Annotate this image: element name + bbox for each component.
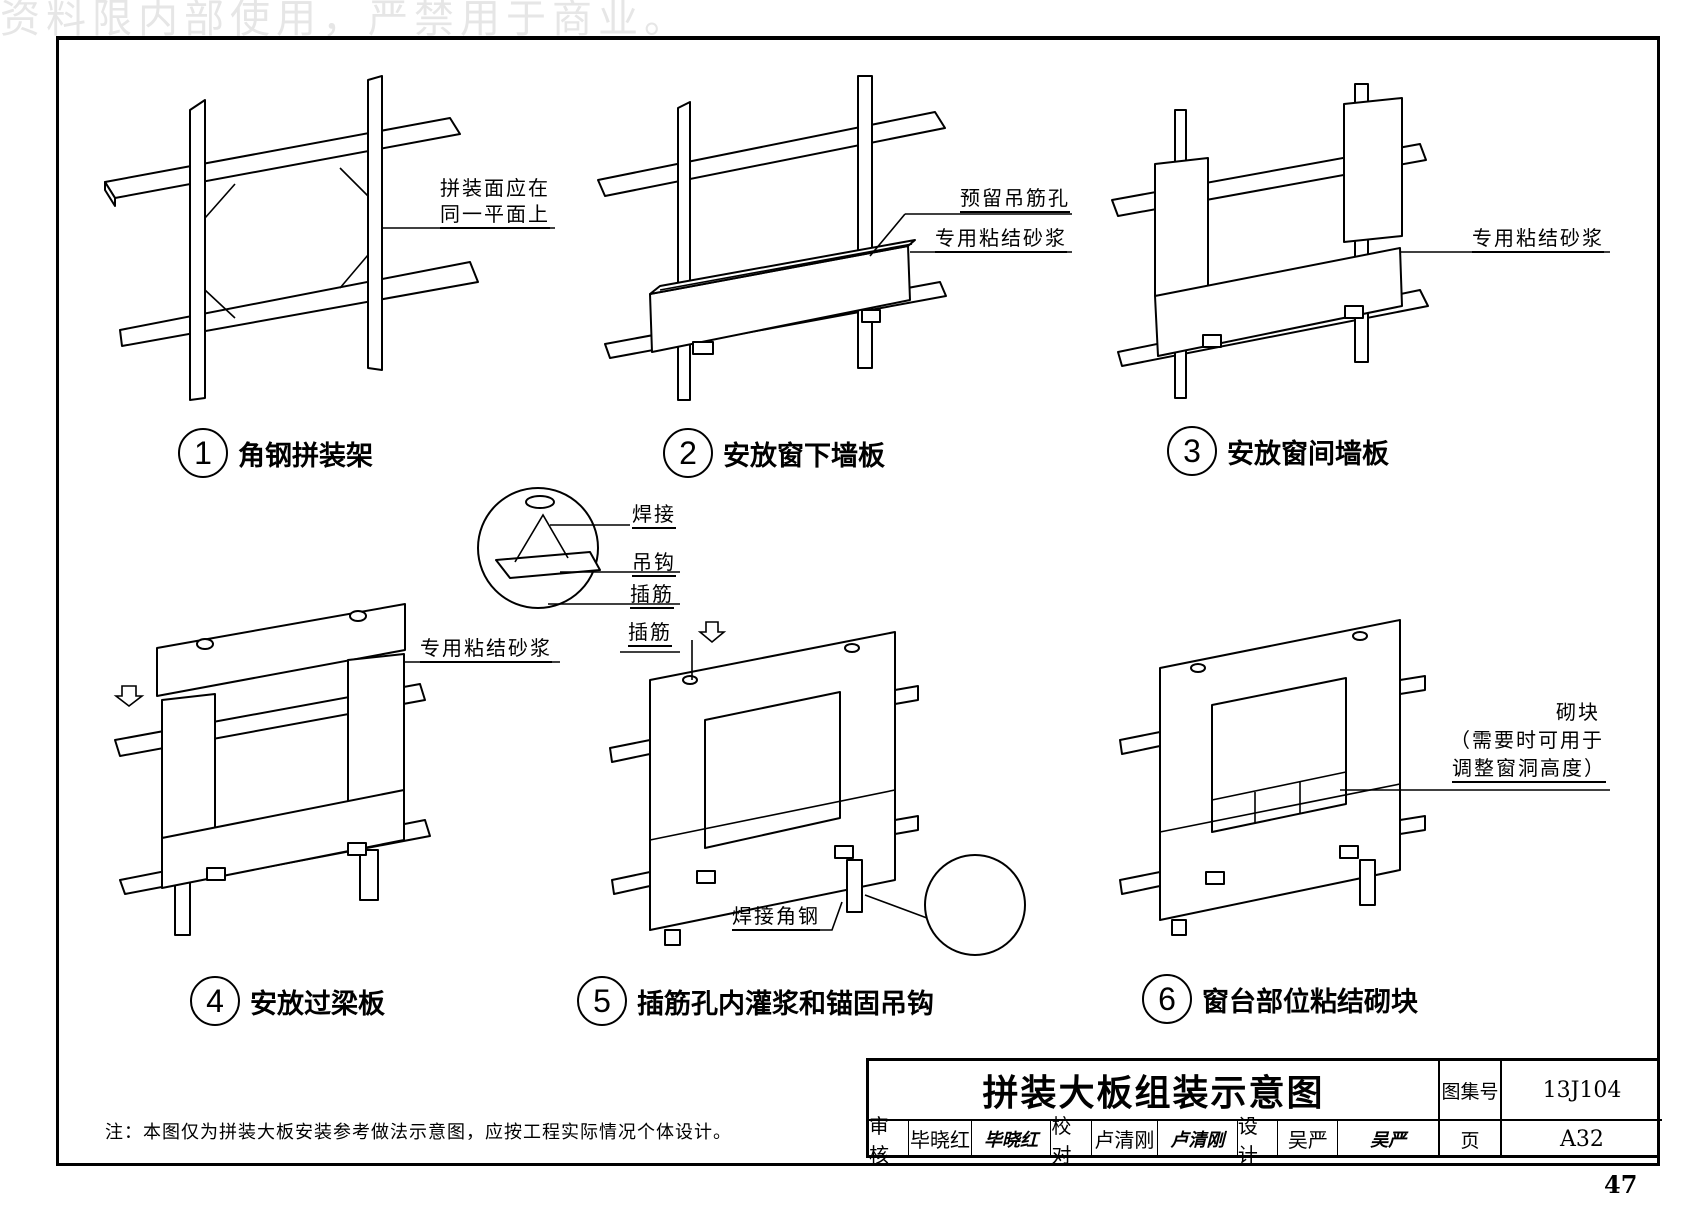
label-lifting-hook: 吊钩: [632, 550, 676, 577]
page-code: A32: [1560, 1127, 1604, 1152]
scene-6-sill-blocks: [1119, 619, 1610, 936]
drawing-title: 拼装大板组装示意图: [869, 1061, 1438, 1121]
step-number-badge: 6: [1142, 974, 1192, 1024]
caption-text: 安放窗下墙板: [723, 440, 885, 472]
page-label: 页: [1440, 1121, 1502, 1158]
caption-step-5: 5 插筋孔内灌浆和锚固吊钩: [577, 976, 934, 1026]
label-special-mortar: 专用粘结砂浆: [1472, 226, 1604, 253]
label-welding: 焊接: [632, 502, 676, 529]
step-number-badge: 5: [577, 976, 627, 1026]
designer-signature: 吴严: [1370, 1129, 1407, 1151]
atlas-number-label: 图集号: [1440, 1061, 1502, 1121]
scene-2-lower-wall-panel: [597, 75, 1072, 401]
atlas-number: 13J104: [1502, 1061, 1662, 1121]
caption-step-3: 3 安放窗间墙板: [1167, 426, 1389, 476]
check-label: 校对: [1051, 1114, 1092, 1167]
footnote: 注：本图仅为拼装大板安装参考做法示意图，应按工程实际情况个体设计。: [105, 1122, 732, 1143]
label-same-plane: 同一平面上: [440, 202, 550, 229]
label-welded-angle-steel: 焊接角钢: [732, 904, 820, 931]
review-label: 审核: [869, 1114, 910, 1167]
label-special-mortar: 专用粘结砂浆: [935, 226, 1067, 253]
label-block-note-1: （需要时可用于: [1450, 728, 1604, 752]
caption-text: 窗台部位粘结砌块: [1202, 986, 1418, 1018]
designer-name: 吴严: [1278, 1119, 1339, 1158]
caption-text: 安放过梁板: [250, 988, 385, 1020]
drawing-frame-right-edge: [1657, 36, 1660, 1166]
label-dowel-bar: 插筋: [628, 620, 672, 647]
label-dowel-bar: 插筋: [630, 582, 674, 609]
scene-4-lintel-panel: [113, 603, 560, 936]
caption-step-2: 2 安放窗下墙板: [663, 428, 885, 478]
step-number-badge: 3: [1167, 426, 1217, 476]
checker-signature: 卢清刚: [1158, 1119, 1238, 1158]
scene-1-angle-steel-frame: [104, 75, 555, 401]
caption-step-4: 4 安放过梁板: [190, 976, 385, 1026]
caption-step-1: 1 角钢拼装架: [178, 428, 373, 478]
caption-text: 插筋孔内灌浆和锚固吊钩: [637, 988, 934, 1020]
title-block: 拼装大板组装示意图 审核 毕晓红 毕晓红 校对 卢清刚 卢清刚 设计 吴严 吴严…: [866, 1058, 1662, 1167]
step-number-badge: 2: [663, 428, 713, 478]
signature-row: 审核 毕晓红 毕晓红 校对 卢清刚 卢清刚 设计 吴严 吴严: [869, 1114, 1438, 1167]
label-reserved-hanger-hole: 预留吊筋孔: [960, 186, 1070, 213]
caption-text: 安放窗间墙板: [1227, 438, 1389, 470]
watermark: 资料限内部使用，严禁用于商业。: [0, 0, 690, 42]
label-block-note-2: 调整窗洞高度）: [1452, 756, 1606, 783]
reviewer-signature: 毕晓红: [972, 1119, 1052, 1158]
caption-step-6: 6 窗台部位粘结砌块: [1142, 974, 1418, 1024]
step-number-badge: 1: [178, 428, 228, 478]
design-label: 设计: [1238, 1114, 1279, 1167]
label-block: 砌块: [1556, 700, 1600, 724]
title-block-index: 图集号 13J104 页 A32: [1438, 1061, 1662, 1158]
scene-3-pier-wall-panel: [1111, 83, 1610, 399]
label-assembly-plane: 拼装面应在: [440, 176, 550, 200]
page-number: 47: [1604, 1170, 1638, 1199]
checker-name: 卢清刚: [1092, 1119, 1158, 1158]
caption-text: 角钢拼装架: [238, 440, 373, 472]
reviewer-name: 毕晓红: [909, 1119, 972, 1158]
step-number-badge: 4: [190, 976, 240, 1026]
scene-5-grouting-anchor: [477, 487, 1026, 956]
drawing-frame: [56, 36, 1660, 1166]
label-special-mortar: 专用粘结砂浆: [420, 636, 552, 663]
